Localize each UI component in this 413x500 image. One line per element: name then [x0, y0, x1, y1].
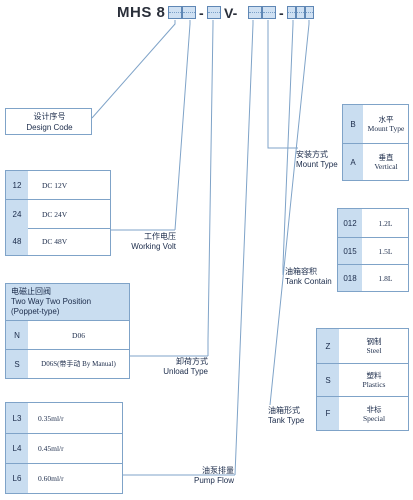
flow-value-l4: 0.45ml/r [38, 444, 64, 453]
mount-value-a-en: Vertical [374, 162, 398, 171]
tank-type-caption: 油箱形式 Tank Type [268, 406, 316, 426]
tank-type-value-s: 塑料 Plastics [339, 364, 409, 396]
tank-type-slot [305, 6, 314, 19]
tank-contain-value-015: 1.5L [378, 246, 393, 256]
unload-type-label-cn: 卸荷方式 [176, 357, 208, 366]
separator-1: - [199, 5, 204, 21]
tank-type-code-f: F [317, 397, 339, 430]
separator-3: - [279, 5, 284, 21]
tank-type-value-z: 钢制 Steel [339, 329, 409, 363]
mount-type-caption: 安装方式 Mount Type [296, 150, 340, 170]
unload-value-n: D06 [72, 330, 85, 340]
design-code-label-en: Design Code [26, 122, 73, 132]
tank-type-value-f-cn: 非标 [366, 404, 382, 414]
unload-type-caption: 卸荷方式 Unload Type [140, 357, 208, 377]
tank-type-value-f-en: Special [362, 413, 386, 423]
mount-type-label-en: Mount Type [296, 160, 338, 169]
flow-value-l3: 0.35ml/r [38, 413, 64, 423]
unload-value-s: D06S(带手动 By Manual) [41, 360, 116, 368]
mount-value-b-cn: 水平 [378, 115, 394, 124]
volt-value-12: DC 12V [42, 180, 68, 190]
mount-value-a-cn: 垂直 [378, 153, 394, 162]
tank-contain-slot-b [296, 6, 305, 19]
tank-type-table: Z 钢制 Steel S 塑料 Plastics F 非标 Special [316, 328, 409, 431]
working-volt-table: 12 DC 12V 24 DC 24V 48 DC 48V [5, 170, 111, 256]
working-volt-label-cn: 工作电压 [144, 232, 176, 241]
pump-flow-label-cn: 油泵排量 [202, 466, 234, 475]
pump-flow-label-en: Pump Flow [193, 476, 234, 485]
separator-2: V- [224, 5, 238, 21]
flow-code-slot [248, 6, 262, 19]
tank-contain-caption: 油箱容积 Tank Contain [285, 267, 337, 287]
design-code-label-cn: 设计序号 [33, 112, 66, 121]
volt-code-48: 48 [6, 228, 28, 255]
unload-header-en1: Two Way Two Position [11, 297, 92, 306]
tank-contain-value-012: 1.2L [378, 218, 393, 228]
unload-header: 电磁止回阀 Two Way Two Position (Poppet-type) [6, 284, 129, 320]
mount-value-a: 垂直 Vertical [363, 144, 409, 180]
tank-contain-label-en: Tank Contain [285, 277, 332, 286]
model-code-prefix: MHS 8 [117, 4, 166, 21]
mount-type-table: B 水平 Mount Type A 垂直 Vertical [342, 104, 409, 181]
unload-type-label-en: Unload Type [163, 367, 208, 376]
design-code-slot [168, 6, 182, 19]
tank-type-value-s-en: Plastics [362, 380, 386, 389]
unload-code-slot [207, 6, 221, 19]
flow-code-l6: L6 [6, 464, 28, 493]
tank-contain-code-015: 015 [338, 238, 362, 264]
tank-contain-slot-a [287, 6, 296, 19]
tank-type-value-s-cn: 塑料 [366, 371, 382, 380]
working-volt-caption: 工作电压 Working Volt [110, 232, 176, 252]
unload-code-n: N [6, 321, 28, 349]
tank-contain-label-cn: 油箱容积 [285, 267, 317, 276]
tank-type-value-z-cn: 钢制 [366, 337, 382, 346]
working-volt-label-en: Working Volt [131, 242, 176, 251]
mount-code-slot [262, 6, 276, 19]
tank-type-value-f: 非标 Special [339, 397, 409, 430]
tank-type-label-en: Tank Type [268, 416, 305, 425]
mount-value-b: 水平 Mount Type [363, 105, 409, 143]
tank-contain-code-018: 018 [338, 265, 362, 291]
volt-value-24: DC 24V [42, 209, 68, 219]
unload-code-s: S [6, 350, 28, 378]
pump-flow-caption: 油泵排量 Pump Flow [168, 466, 234, 486]
tank-type-code-z: Z [317, 329, 339, 363]
volt-code-12: 12 [6, 171, 28, 199]
volt-value-48: DC 48V [42, 237, 68, 246]
tank-contain-code-012: 012 [338, 209, 362, 237]
unload-header-cn: 电磁止回阀 [11, 287, 51, 296]
unload-header-en2: (Poppet-type) [11, 307, 60, 316]
tank-contain-value-018: 1.8L [378, 273, 393, 283]
tank-type-value-z-en: Steel [366, 346, 382, 355]
mount-code-a: A [343, 144, 363, 180]
mount-type-label-cn: 安装方式 [296, 150, 328, 159]
tank-type-code-s: S [317, 364, 339, 396]
flow-code-l4: L4 [6, 434, 28, 463]
design-code-box: 设计序号 Design Code [5, 108, 92, 135]
volt-code-24: 24 [6, 200, 28, 228]
flow-value-l6: 0.60ml/r [38, 474, 64, 483]
tank-type-label-cn: 油箱形式 [268, 406, 300, 415]
unload-type-table: 电磁止回阀 Two Way Two Position (Poppet-type)… [5, 283, 130, 379]
flow-code-l3: L3 [6, 403, 28, 433]
volt-code-slot [182, 6, 196, 19]
mount-code-b: B [343, 105, 363, 143]
pump-flow-table: L3 0.35ml/r L4 0.45ml/r L6 0.60ml/r [5, 402, 123, 494]
mount-value-b-en: Mount Type [367, 124, 405, 133]
tank-contain-table: 012 1.2L 015 1.5L 018 1.8L [337, 208, 409, 292]
